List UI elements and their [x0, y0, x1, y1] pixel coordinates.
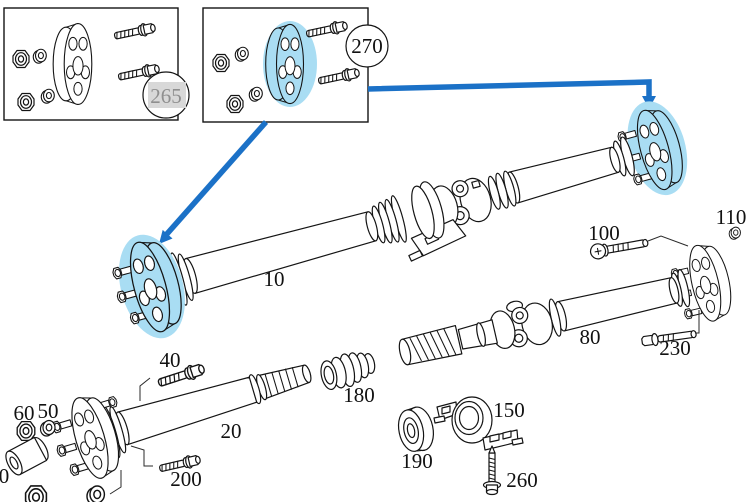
splined-tip — [258, 364, 312, 399]
hex-nut — [12, 49, 30, 69]
hex-nut — [226, 94, 244, 114]
part-label-80[interactable]: 80 — [580, 325, 601, 349]
washer — [32, 48, 47, 64]
part-label-10[interactable]: 10 — [264, 267, 285, 291]
flex-disc-kit-box-265: 265 — [3, 7, 190, 121]
hex-nut — [212, 53, 230, 73]
part-label-110[interactable]: 110 — [716, 205, 747, 229]
selected-highlight — [148, 82, 186, 108]
part-label-60[interactable]: 60 — [14, 401, 35, 425]
highlight-arrow-to-rear-disc — [367, 79, 656, 109]
leader-230 — [695, 310, 700, 334]
leader-40 — [139, 377, 151, 401]
boot-180 — [320, 352, 376, 391]
callout-number-270[interactable]: 270 — [351, 34, 383, 58]
washer — [248, 86, 263, 102]
bolt-100 — [589, 238, 649, 260]
washer — [234, 46, 249, 62]
center-bearing-mount — [408, 181, 467, 262]
part-label-150[interactable]: 150 — [493, 398, 525, 422]
hex-nut — [24, 485, 48, 502]
rear-driveshaft-80 — [398, 239, 738, 366]
washer — [40, 88, 55, 104]
part-label-20[interactable]: 20 — [221, 419, 242, 443]
part-label-40[interactable]: 40 — [160, 348, 181, 372]
front-shaft-20 — [50, 364, 312, 483]
leader-bottom — [109, 470, 122, 495]
callout-balloon-265[interactable]: 265 — [142, 71, 190, 119]
bearing-ring-190 — [397, 406, 434, 452]
spacer-sleeve — [5, 436, 49, 476]
hex-nut — [17, 92, 35, 112]
part-label-260[interactable]: 260 — [506, 468, 538, 492]
washer-50 — [39, 419, 56, 437]
leader-100 — [647, 235, 689, 247]
washer — [86, 485, 106, 502]
callout-number-265[interactable]: 265 — [150, 84, 182, 108]
stud-with-nut — [55, 440, 78, 458]
hex-nut-60 — [16, 420, 36, 442]
part-label-100[interactable]: 100 — [588, 221, 620, 245]
highlight-arrow-to-front-disc — [159, 120, 269, 244]
partial-part-label[interactable]: 0 — [0, 464, 9, 488]
center-bearing-150 — [433, 396, 524, 451]
universal-joint — [489, 300, 553, 349]
leader-200 — [130, 445, 153, 467]
part-label-50[interactable]: 50 — [38, 399, 59, 423]
flex-disc — [52, 22, 93, 106]
bolt-230 — [641, 330, 697, 347]
flex-disc-highlighted — [265, 23, 305, 105]
flex-disc-kit-box-270: 270 — [202, 7, 389, 123]
part-label-230[interactable]: 230 — [659, 336, 691, 360]
part-label-190[interactable]: 190 — [401, 449, 433, 473]
part-label-180[interactable]: 180 — [343, 383, 375, 407]
callout-balloon-270[interactable]: 270 — [345, 24, 389, 68]
screw-260 — [482, 445, 502, 496]
arrowhead — [159, 229, 173, 244]
part-label-200[interactable]: 200 — [170, 467, 202, 491]
splined-tip — [398, 324, 463, 366]
main-driveshaft-10 — [111, 101, 691, 339]
